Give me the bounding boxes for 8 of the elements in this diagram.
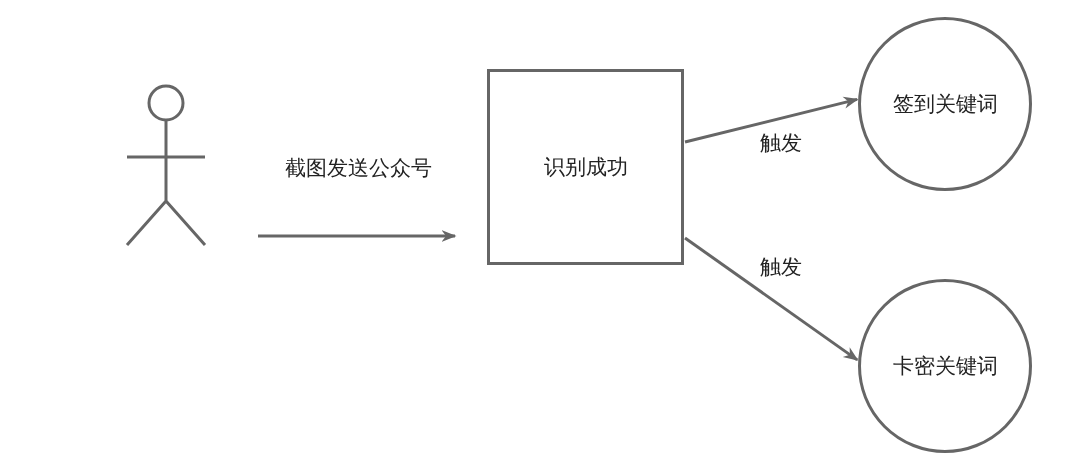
arrow [684, 236, 859, 362]
stick-figure [125, 84, 207, 247]
node-label: 识别成功 [543, 154, 628, 181]
node-label: 卡密关键词 [892, 353, 998, 380]
process-box [487, 69, 684, 265]
arrow [684, 96, 859, 144]
arrow [258, 230, 457, 242]
node-label: 签到关键词 [892, 91, 998, 118]
